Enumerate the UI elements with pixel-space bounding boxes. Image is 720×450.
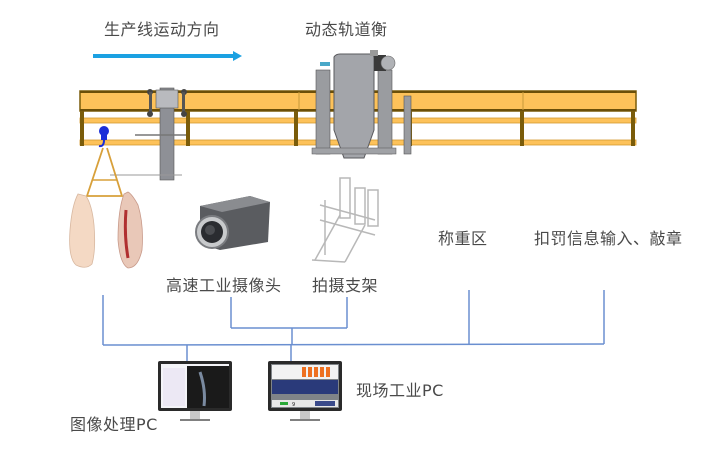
pork-carcass-image bbox=[69, 191, 143, 269]
industrial-camera-image bbox=[195, 196, 270, 250]
site-pc-label: 现场工业PC bbox=[356, 381, 444, 400]
dynamic-track-scale bbox=[311, 50, 412, 159]
image-pc-label: 图像处理PC bbox=[70, 415, 158, 434]
weighing-zone-label: 称重区 bbox=[438, 229, 488, 248]
camera-label: 高速工业摄像头 bbox=[166, 276, 282, 295]
camera-mount-frame-image bbox=[311, 177, 379, 263]
direction-label: 生产线运动方向 bbox=[104, 20, 220, 39]
dynamic-scale-label: 动态轨道衡 bbox=[305, 20, 388, 39]
penalty-stamp-label: 扣罚信息输入、敲章 bbox=[534, 229, 683, 248]
network-connectors bbox=[102, 290, 605, 361]
meat-hook-icon bbox=[85, 126, 124, 197]
trolley bbox=[110, 87, 187, 181]
direction-arrow-icon bbox=[93, 51, 242, 61]
site-industrial-pc-monitor: 9 bbox=[268, 361, 342, 421]
image-processing-pc-monitor bbox=[158, 361, 232, 421]
camera-mount-label: 拍摄支架 bbox=[312, 276, 379, 295]
site-pc-display-value: 9 bbox=[292, 402, 295, 408]
